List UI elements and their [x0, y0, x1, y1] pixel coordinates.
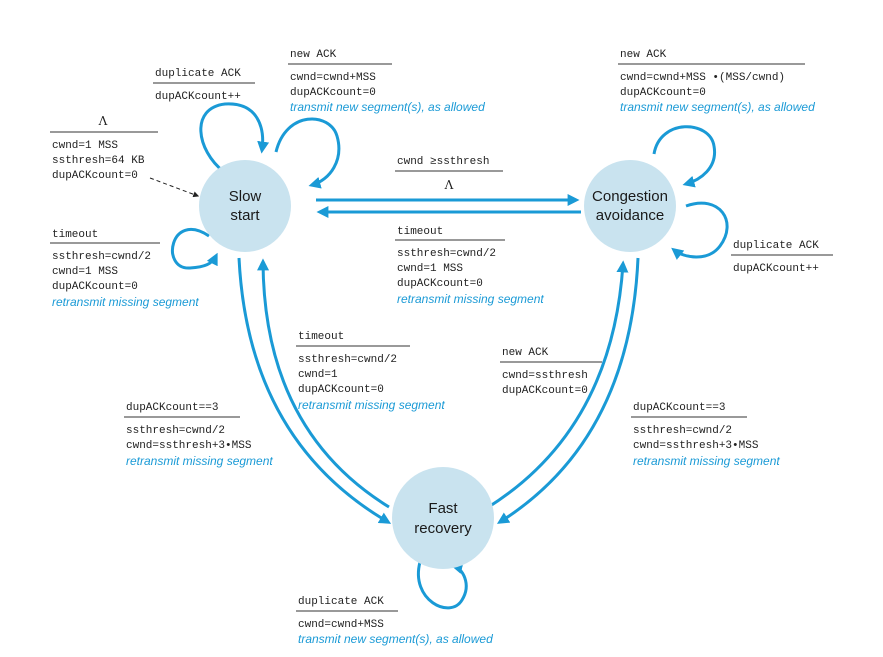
action-text: dupACKcount++	[733, 263, 819, 275]
action-text: ssthresh=64 KB	[52, 155, 145, 167]
action-text: cwnd=ssthresh+3•MSS	[633, 440, 759, 452]
event-text: duplicate ACK	[298, 596, 384, 608]
note-text: retransmit missing segment	[126, 454, 273, 468]
label-fr-new-ack: new ACK cwnd=ssthresh dupACKcount=0	[500, 347, 602, 397]
action-text: cwnd=1	[298, 369, 338, 381]
action-text: cwnd=1 MSS	[52, 140, 118, 152]
event-text: cwnd ≥ssthresh	[397, 156, 489, 168]
loop-fr-dupack	[416, 561, 468, 610]
loop-ss-dupack	[199, 102, 270, 174]
note-text: transmit new segment(s), as allowed	[290, 100, 485, 114]
label-ss-duplicate-ack: duplicate ACK dupACKcount++	[153, 68, 255, 103]
note-text: retransmit missing segment	[397, 292, 544, 306]
loop-ss-newack	[274, 117, 341, 189]
arrow-fr-to-ss	[257, 258, 390, 509]
action-text: cwnd=1 MSS	[397, 263, 463, 275]
action-text: cwnd=cwnd+MSS	[298, 619, 384, 631]
event-text: timeout	[298, 331, 344, 343]
state-label: recovery	[414, 520, 472, 537]
action-text: cwnd=cwnd+MSS •(MSS/cwnd)	[620, 72, 785, 84]
label-ss-new-ack: new ACK cwnd=cwnd+MSS dupACKcount=0 tran…	[288, 49, 485, 114]
state-label: avoidance	[596, 207, 664, 224]
label-ca-dup3: dupACKcount==3 ssthresh=cwnd/2 cwnd=ssth…	[631, 402, 780, 468]
action-text: ssthresh=cwnd/2	[298, 354, 397, 366]
action-text: dupACKcount=0	[298, 384, 384, 396]
state-slow-start: Slow start	[199, 160, 291, 252]
loop-ca-newack	[652, 125, 717, 188]
state-label: Fast	[428, 500, 458, 517]
action-text: dupACKcount=0	[620, 87, 706, 99]
state-label: Congestion	[592, 188, 668, 205]
action-text: dupACKcount=0	[52, 281, 138, 293]
action-text: ssthresh=cwnd/2	[52, 251, 151, 263]
action-text: dupACKcount=0	[502, 385, 588, 397]
event-text: dupACKcount==3	[126, 402, 218, 414]
note-text: transmit new segment(s), as allowed	[620, 100, 815, 114]
note-text: transmit new segment(s), as allowed	[298, 632, 493, 646]
arrow-fr-to-ca	[486, 260, 629, 510]
event-text: timeout	[397, 226, 443, 238]
label-initial: Λ cwnd=1 MSS ssthresh=64 KB dupACKcount=…	[50, 114, 158, 182]
label-ca-duplicate-ack: duplicate ACK dupACKcount++	[731, 240, 833, 275]
action-text: Λ	[444, 178, 454, 192]
action-text: cwnd=ssthresh+3•MSS	[126, 440, 252, 452]
state-label: Slow	[229, 188, 262, 205]
event-text: new ACK	[290, 49, 337, 61]
action-text: ssthresh=cwnd/2	[633, 425, 732, 437]
arrow-ss-to-fr	[237, 257, 392, 524]
action-text: cwnd=ssthresh	[502, 370, 588, 382]
action-text: dupACKcount=0	[397, 278, 483, 290]
note-text: retransmit missing segment	[52, 295, 199, 309]
label-fr-duplicate-ack: duplicate ACK cwnd=cwnd+MSS transmit new…	[296, 596, 493, 646]
event-text: duplicate ACK	[155, 68, 241, 80]
label-ca-timeout: timeout ssthresh=cwnd/2 cwnd=1 MSS dupAC…	[395, 226, 544, 306]
arrow-ca-to-fr	[496, 257, 640, 524]
event-text: new ACK	[620, 49, 667, 61]
action-text: cwnd=cwnd+MSS	[290, 72, 376, 84]
note-text: retransmit missing segment	[633, 454, 780, 468]
loop-ca-dupack	[671, 201, 729, 260]
event-text: duplicate ACK	[733, 240, 819, 252]
label-ss-timeout: timeout ssthresh=cwnd/2 cwnd=1 MSS dupAC…	[50, 229, 199, 309]
action-text: cwnd=1 MSS	[52, 266, 118, 278]
label-ss-dup3: dupACKcount==3 ssthresh=cwnd/2 cwnd=ssth…	[124, 402, 273, 468]
action-text: dupACKcount=0	[52, 170, 138, 182]
action-text: ssthresh=cwnd/2	[126, 425, 225, 437]
label-ss-to-ca: cwnd ≥ssthresh Λ	[395, 156, 503, 192]
action-text: dupACKcount=0	[290, 87, 376, 99]
label-fr-timeout: timeout ssthresh=cwnd/2 cwnd=1 dupACKcou…	[296, 331, 445, 412]
note-text: retransmit missing segment	[298, 398, 445, 412]
state-label: start	[230, 207, 260, 224]
action-text: ssthresh=cwnd/2	[397, 248, 496, 260]
event-text: new ACK	[502, 347, 549, 359]
label-ca-new-ack: new ACK cwnd=cwnd+MSS •(MSS/cwnd) dupACK…	[618, 49, 815, 114]
initial-arrow	[149, 177, 200, 198]
state-congestion-avoidance: Congestion avoidance	[584, 160, 676, 252]
event-text: timeout	[52, 229, 98, 241]
event-text: Λ	[98, 114, 108, 128]
event-text: dupACKcount==3	[633, 402, 725, 414]
action-text: dupACKcount++	[155, 91, 241, 103]
state-fast-recovery: Fast recovery	[392, 467, 494, 569]
loop-ss-timeout	[171, 227, 218, 270]
